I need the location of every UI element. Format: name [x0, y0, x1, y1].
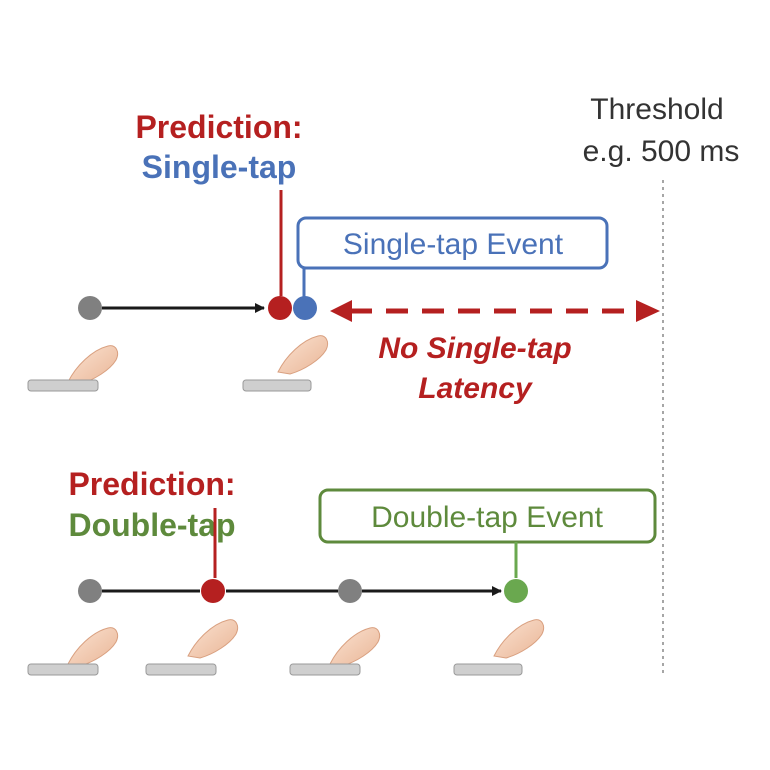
single-prediction-value: Single-tap — [142, 149, 297, 185]
double-tap-start-dot — [78, 579, 102, 603]
single-tap-event-label: Single-tap Event — [343, 228, 564, 261]
threshold-label-line1: Threshold — [590, 93, 723, 126]
double-prediction-value: Double-tap — [68, 507, 235, 543]
double-hand-2 — [145, 619, 239, 676]
no-latency-label-line2: Latency — [418, 372, 533, 405]
latency-arrow-right-head — [636, 300, 660, 322]
touch-surface — [289, 663, 361, 676]
threshold-label-line2: e.g. 500 ms — [583, 135, 740, 168]
threshold-group: Threshold e.g. 500 ms — [583, 93, 740, 677]
double-event-dot — [504, 579, 528, 603]
single-hand-2 — [242, 335, 329, 392]
single-tap-start-dot — [78, 296, 102, 320]
single-prediction-dot — [268, 296, 292, 320]
single-tap-scenario: Prediction: Single-tap Single-tap Event … — [27, 109, 660, 405]
double-tap-event-label: Double-tap Event — [371, 501, 603, 534]
single-hand-1 — [27, 345, 119, 392]
single-event-dot — [293, 296, 317, 320]
touch-surface — [145, 663, 217, 676]
double-tap-scenario: Prediction: Double-tap Double-tap Event — [27, 466, 657, 676]
touch-surface — [242, 379, 312, 392]
no-latency-label-line1: No Single-tap — [378, 332, 571, 365]
double-prediction-label: Prediction: — [68, 466, 235, 502]
touch-surface — [453, 663, 523, 676]
second-tap-start-dot — [338, 579, 362, 603]
double-hand-4 — [453, 619, 545, 676]
double-hand-1 — [27, 627, 119, 676]
latency-arrow-left-head — [330, 300, 352, 322]
single-prediction-label: Prediction: — [135, 109, 302, 145]
single-tap-event-box — [296, 216, 609, 270]
touch-surface — [27, 379, 99, 392]
touch-surface — [27, 663, 99, 676]
double-hand-3 — [289, 627, 381, 676]
double-prediction-dot — [201, 579, 225, 603]
double-tap-event-box — [318, 488, 657, 544]
